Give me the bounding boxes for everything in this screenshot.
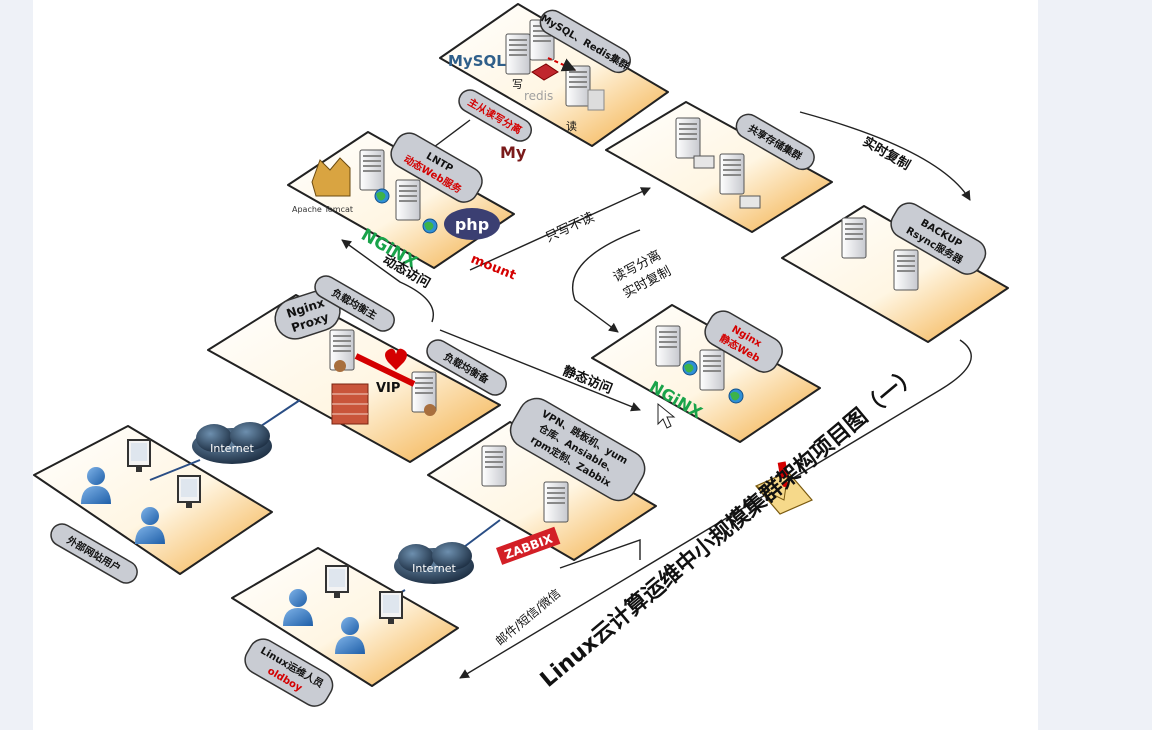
php-logo: php xyxy=(455,215,489,234)
redis-logo-icon xyxy=(531,63,559,81)
backup-server-icon-2 xyxy=(893,249,919,291)
read-label: 读 xyxy=(566,119,577,133)
static-server-icon xyxy=(655,325,681,367)
redis-server-icon xyxy=(565,65,591,107)
disk-icon xyxy=(693,155,715,169)
sheet-background xyxy=(33,0,1038,730)
vip-label: VIP xyxy=(376,381,400,396)
globe-icon-3 xyxy=(682,360,698,376)
firewall-bricks-icon xyxy=(332,393,368,415)
heartbeat-icon xyxy=(385,348,407,370)
storage-platform xyxy=(605,101,833,233)
ops-server-icon-2 xyxy=(543,481,569,523)
db-cluster-platform xyxy=(439,3,669,147)
admin-icon-2 xyxy=(424,404,436,416)
lb-platform xyxy=(207,294,501,463)
static-server-icon-2 xyxy=(699,349,725,391)
backup-server-icon xyxy=(841,217,867,259)
vip-link-icon xyxy=(354,353,416,387)
my-text: My xyxy=(500,143,527,162)
write-label: 写 xyxy=(512,78,523,91)
globe-icon-2 xyxy=(422,218,438,234)
storage-server-icon xyxy=(675,117,701,159)
php-logo-icon xyxy=(444,208,500,240)
internet-cloud-icon: Internet xyxy=(192,422,272,464)
tomcat-server-icon xyxy=(359,149,385,191)
mysql-master-server-icon xyxy=(505,33,531,75)
external-users-platform xyxy=(33,425,273,575)
mysql-logo: MySQL xyxy=(448,52,506,70)
tomcat-cat-icon xyxy=(311,157,351,197)
globe-icon-4 xyxy=(728,388,744,404)
globe-icon xyxy=(374,188,390,204)
tomcat-label: Apache Tomcat xyxy=(292,205,353,214)
ops-staff-platform xyxy=(231,547,459,687)
internet-label-2: Internet xyxy=(412,562,456,575)
internet-label: Internet xyxy=(210,442,254,455)
redis-logo: redis xyxy=(524,89,553,103)
mouse-cursor-icon xyxy=(657,402,676,429)
connectors xyxy=(149,111,972,679)
replication-arrow-icon xyxy=(547,57,577,72)
internet-cloud-icon-2: Internet xyxy=(394,542,474,584)
storage-server-icon-2 xyxy=(719,153,745,195)
ops-server-icon xyxy=(481,445,507,487)
lb-master-label-pill: 负载均衡主 xyxy=(314,275,395,332)
nginx-proxy-label-pill: Nginx Proxy xyxy=(274,290,341,340)
envelope-icon xyxy=(755,461,813,515)
admin-icon xyxy=(334,360,346,372)
disk-icon-2 xyxy=(739,195,761,209)
redis-slave-icon xyxy=(587,89,605,111)
php-server-icon xyxy=(395,179,421,221)
